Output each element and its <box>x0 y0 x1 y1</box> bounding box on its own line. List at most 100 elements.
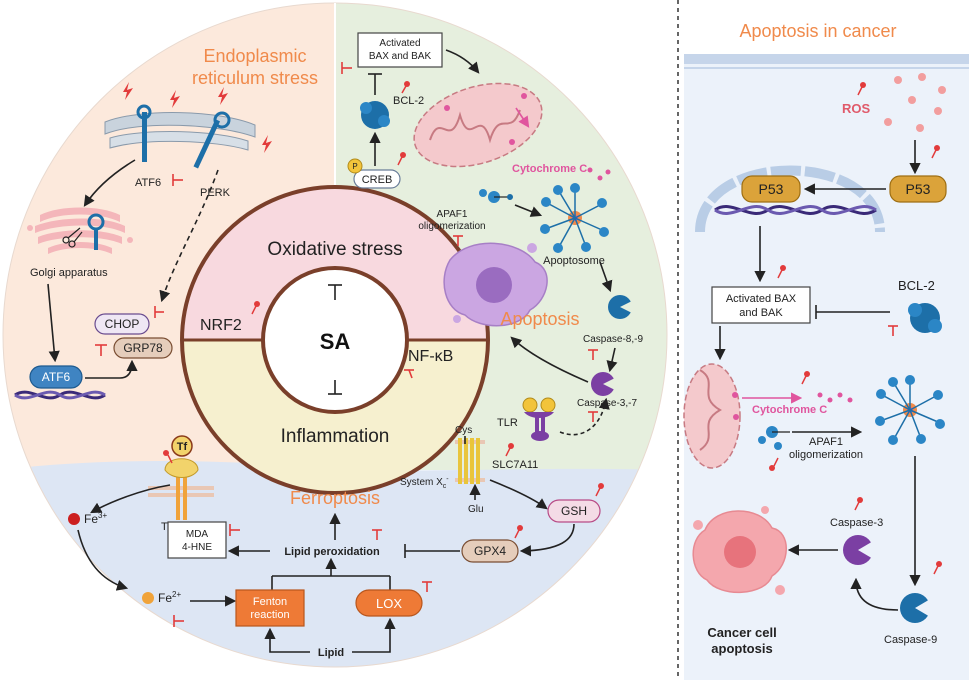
mda-box <box>167 521 227 559</box>
caspase89-label: Caspase-8,-9 <box>583 334 643 345</box>
arrow-casp9-to-casp3 <box>850 577 899 611</box>
ros-particles-icon <box>884 73 946 132</box>
bax-bak-box <box>357 32 443 68</box>
cancer-bax-box <box>711 286 811 324</box>
lightning-icon <box>123 82 272 153</box>
p53-nucleus-label: P53 <box>759 181 784 197</box>
arrow-bax-to-mito <box>445 49 480 74</box>
arrow-lipid-to-lox <box>352 617 396 653</box>
arrow-tlr-to-casp37 <box>559 397 610 436</box>
phospho-label: P <box>352 162 357 171</box>
creb-label: CREB <box>362 174 393 186</box>
tlr-label: TLR <box>497 417 518 429</box>
cancer-cell-icon <box>692 506 787 595</box>
cytochrome-c-label: Cytochrome C <box>512 163 587 175</box>
golgi-atf6-protein-icon <box>87 213 105 250</box>
bax-bak-inhibit-mark <box>341 62 352 74</box>
system-xc-transporter-icon <box>455 438 485 484</box>
cancer-mitochondrion-icon <box>683 363 741 469</box>
cancer-cyto-pin <box>801 371 810 385</box>
bcl2-protein-icon <box>360 101 390 129</box>
apoptosome-icon <box>540 183 609 253</box>
gsh-label: GSH <box>561 504 587 518</box>
lox-label: LOX <box>376 596 402 611</box>
grp78-box <box>113 337 173 359</box>
bcl2-label: BCL-2 <box>393 95 424 107</box>
caspase37-icon <box>591 372 617 396</box>
chop-label: CHOP <box>105 317 140 331</box>
cancer-apaf1-icon <box>758 426 790 450</box>
atf6-label: ATF6 <box>135 177 161 189</box>
nrf2-label: NRF2 <box>200 317 242 334</box>
perk-label: PERK <box>200 187 231 199</box>
cancer-apoptosome-icon <box>875 375 945 445</box>
ros-activate-pin <box>857 82 866 96</box>
cancer-caspase3-icon <box>843 535 875 565</box>
grp78-inhibit-mark <box>95 344 107 356</box>
atf6-inhibit-mark <box>172 174 183 186</box>
arrow-fe3-to-fe2 <box>77 529 129 591</box>
ros-label: ROS <box>842 101 871 116</box>
cancer-bcl2-icon <box>908 303 942 333</box>
cancer-bcl2-inhibit-mark <box>888 325 898 336</box>
tlr-receptor-icon <box>522 397 556 441</box>
gpx4-activate-pin <box>514 525 523 539</box>
system-xc-label: System Xc- <box>400 476 449 490</box>
caspase37-inhibit-mark <box>588 411 598 422</box>
arrow-xc-to-gsh <box>489 479 548 510</box>
fe3-label: Fe3+ <box>84 511 107 526</box>
apoptosome-label: Apoptosome <box>543 255 605 267</box>
cell-membrane <box>684 54 969 64</box>
dna-helix-cancer-icon <box>714 205 877 215</box>
gpx4-label: GPX4 <box>474 544 506 558</box>
arrow-lipid-to-fenton <box>264 627 310 653</box>
apoptotic-cell-icon <box>443 242 548 327</box>
slc7a11-activate-pin <box>505 443 514 457</box>
arrow-perk-to-chop <box>159 169 219 303</box>
atf6-dna-box <box>29 365 83 389</box>
oxidative-stress-label: Oxidative stress <box>267 239 402 260</box>
cancer-panel-title: Apoptosis in cancer <box>739 21 896 41</box>
slc7a11-label: SLC7A11 <box>492 459 538 471</box>
lipid-label: Lipid <box>318 647 344 659</box>
arrow-mito-to-cyto <box>515 107 530 128</box>
fenton-box <box>235 589 305 627</box>
mda-inhibit-mark <box>229 524 240 536</box>
fe3-ion-icon <box>68 513 80 525</box>
arrow-atf6-to-grp78 <box>85 359 138 379</box>
golgi-label: Golgi apparatus <box>30 267 108 279</box>
arrow-casp89-to-casp37 <box>606 347 618 373</box>
nrf2-activate-pin <box>251 301 260 315</box>
lox-inhibit-mark <box>422 581 432 592</box>
p53-activate-pin <box>931 145 940 159</box>
casp3-activate-pin <box>854 497 863 511</box>
phospho-badge <box>347 158 363 174</box>
nfkb-inhibit-mark <box>404 369 414 379</box>
nucleus-envelope <box>695 165 885 233</box>
cancer-caspase9-icon <box>900 593 932 623</box>
glu-label: Glu <box>468 504 484 515</box>
lox-box <box>355 589 423 617</box>
sa-label: SA <box>320 329 351 354</box>
arrow-apoptosome-to-casp89 <box>599 261 613 293</box>
gsh-activate-pin <box>595 483 604 497</box>
fe2-ion-icon <box>142 592 154 604</box>
chop-box <box>94 313 150 335</box>
p53-cyto-box <box>889 175 947 203</box>
arrow-gsh-to-gpx4 <box>519 523 575 557</box>
cancer-apaf1-pin <box>769 457 779 471</box>
creb-box <box>353 169 401 189</box>
apoptosis-title: Apoptosis <box>500 309 579 329</box>
ferroptosis-title: Ferroptosis <box>290 488 380 508</box>
cancer-bcl2-label: BCL-2 <box>898 278 935 293</box>
